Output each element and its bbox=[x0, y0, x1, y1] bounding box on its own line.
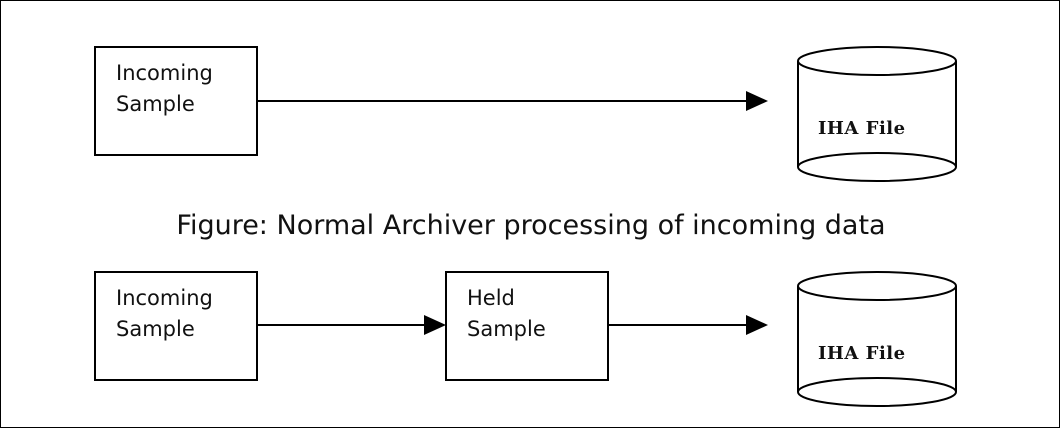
figure-caption: Figure: Normal Archiver processing of in… bbox=[176, 210, 886, 241]
held-sample-box: Held Sample bbox=[445, 271, 609, 381]
database-cylinder-icon bbox=[797, 271, 957, 407]
flow-arrow-line bbox=[609, 324, 748, 326]
arrowhead-icon bbox=[746, 315, 768, 335]
arrowhead-icon bbox=[424, 315, 446, 335]
flow-arrow-line bbox=[258, 100, 748, 102]
box-label: Incoming Sample bbox=[116, 283, 213, 345]
incoming-sample-box: Incoming Sample bbox=[94, 271, 258, 381]
iha-file-label: IHA File bbox=[818, 118, 906, 139]
box-label: Held Sample bbox=[467, 283, 546, 345]
box-label-line1: Incoming bbox=[116, 286, 213, 310]
box-label: Incoming Sample bbox=[116, 58, 213, 120]
box-label-line1: Incoming bbox=[116, 61, 213, 85]
box-label-line2: Sample bbox=[116, 317, 195, 341]
flow-arrow-line bbox=[258, 324, 426, 326]
box-label-line1: Held bbox=[467, 286, 515, 310]
iha-file-label: IHA File bbox=[818, 343, 906, 364]
database-cylinder-icon bbox=[797, 46, 957, 182]
box-label-line2: Sample bbox=[116, 92, 195, 116]
incoming-sample-box: Incoming Sample bbox=[94, 46, 258, 156]
arrowhead-icon bbox=[746, 91, 768, 111]
box-label-line2: Sample bbox=[467, 317, 546, 341]
